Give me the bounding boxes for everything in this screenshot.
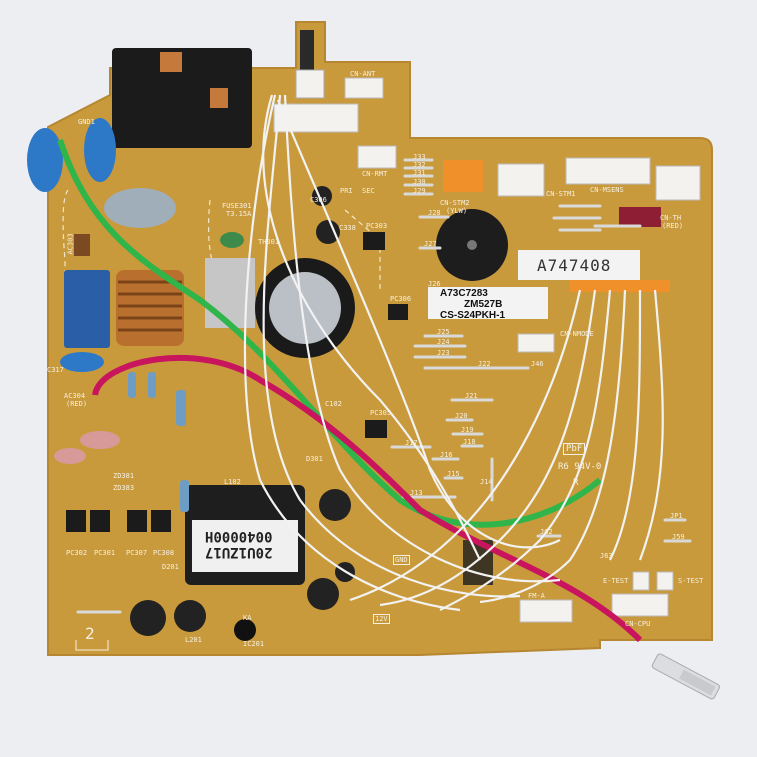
model-label-line3: CS-S24PKH-1 — [440, 310, 506, 321]
gnd1-label: GND1 — [78, 118, 95, 126]
pri-label: PRI — [340, 187, 353, 195]
gnd-label: GND — [393, 555, 410, 565]
jumper-label-j19: J19 — [461, 426, 474, 434]
fuse-rating: T3.15A — [226, 210, 252, 218]
board-number: 2 — [85, 624, 95, 643]
zd381-label: ZD381 — [113, 472, 135, 480]
12v-label: 12V — [373, 614, 390, 624]
cn-th-color: (RED) — [662, 222, 684, 230]
th301-label: TH301 — [258, 238, 280, 246]
jumper-label-j14: J14 — [480, 478, 493, 486]
fuse-label: FUSE301 — [222, 202, 252, 210]
jumper-label-j31: J31 — [413, 169, 426, 177]
model-label: A73C7283 ZM527B CS-S24PKH-1 — [440, 288, 505, 321]
jumper-label-j30: J30 — [413, 178, 426, 186]
pc308-label: PC308 — [153, 549, 175, 557]
ac303-label: AC303 — [66, 233, 75, 255]
cn-msens-label: CN-MSENS — [590, 186, 624, 194]
s-test-label: S-TEST — [678, 577, 704, 585]
cn-cpu-label: CN-CPU — [625, 620, 651, 628]
transformer-label-line1: 20U1ZU17 — [205, 544, 273, 560]
pc302-label: PC302 — [66, 549, 88, 557]
jumper-label-j20: J20 — [455, 412, 468, 420]
ic201-label: IC201 — [243, 640, 265, 648]
c338-label: C338 — [339, 224, 356, 232]
jumper-label-j46: J46 — [531, 360, 544, 368]
transformer-label: 20U1ZU17 0040000H — [205, 528, 272, 560]
ka-label: KA — [243, 614, 252, 622]
jumper-label-j59: J59 — [672, 533, 685, 541]
pc305-label: PC305 — [370, 409, 392, 417]
jumper-label-j16: J16 — [440, 451, 453, 459]
transformer-label-line2: 0040000H — [205, 528, 273, 544]
flame-rating: R6 94V-0 — [558, 462, 602, 472]
pc306-label: PC306 — [390, 295, 412, 303]
r-mark: R — [573, 478, 579, 488]
pc303-label: PC303 — [366, 222, 388, 230]
jumper-label-j62: J62 — [540, 528, 553, 536]
jumper-label-j25: J25 — [437, 328, 450, 336]
jumper-label-j17: J17 — [405, 439, 418, 447]
jumper-label-j29: J29 — [413, 187, 426, 195]
cn-rmt-label: CN-RMT — [362, 170, 388, 178]
l102-label: L102 — [224, 478, 241, 486]
jumper-label-j28: J28 — [428, 209, 441, 217]
jumper-label-j26: J26 — [428, 280, 441, 288]
c102-label: C102 — [325, 400, 342, 408]
cn-ant-label: CN-ANT — [350, 70, 376, 78]
jumper-label-j21: J21 — [465, 392, 478, 400]
cn-stm2-label: CN-STM2 — [440, 199, 470, 207]
jumper-label-j63: J63 — [600, 552, 613, 560]
l201-label: L201 — [185, 636, 202, 644]
sec-label: SEC — [362, 187, 375, 195]
jumper-label-j18: J18 — [463, 438, 476, 446]
cn-stm1-label: CN-STM1 — [546, 190, 576, 198]
d301-label: D301 — [306, 455, 323, 463]
ac304-color: (RED) — [66, 400, 88, 408]
e-test-label: E-TEST — [603, 577, 629, 585]
jumper-label-j15: J15 — [447, 470, 460, 478]
ac304-label: AC304 — [64, 392, 86, 400]
jumper-label-j24: J24 — [437, 338, 450, 346]
cn-stm2-color: (YLW) — [446, 207, 468, 215]
jumper-label-j23: J23 — [437, 349, 450, 357]
fm-a-label: FM-A — [528, 592, 545, 600]
zd383-label: ZD383 — [113, 484, 135, 492]
jumper-label-j13: J13 — [410, 489, 423, 497]
jumper-label-j22: J22 — [478, 360, 491, 368]
c317-label: C317 — [47, 366, 64, 374]
pbf-mark: PbF — [563, 443, 586, 455]
cn-th-label: CN-TH — [660, 214, 682, 222]
d201-label: D201 — [162, 563, 179, 571]
pc301-label: PC301 — [94, 549, 116, 557]
jumper-label-j27: J27 — [424, 240, 437, 248]
c306-label: C306 — [310, 196, 327, 204]
model-label-line1: A73C7283 — [440, 288, 488, 299]
pc307-label: PC307 — [126, 549, 148, 557]
jumper-label-j33: J33 — [413, 153, 426, 161]
serial-label: A747408 — [537, 256, 612, 275]
model-label-line2: ZM527B — [464, 299, 503, 310]
jumper-label-j32: J32 — [413, 161, 426, 169]
jumper-label-jp1: JP1 — [670, 512, 683, 520]
cn-nmode-label: CN-NMODE — [560, 330, 594, 338]
